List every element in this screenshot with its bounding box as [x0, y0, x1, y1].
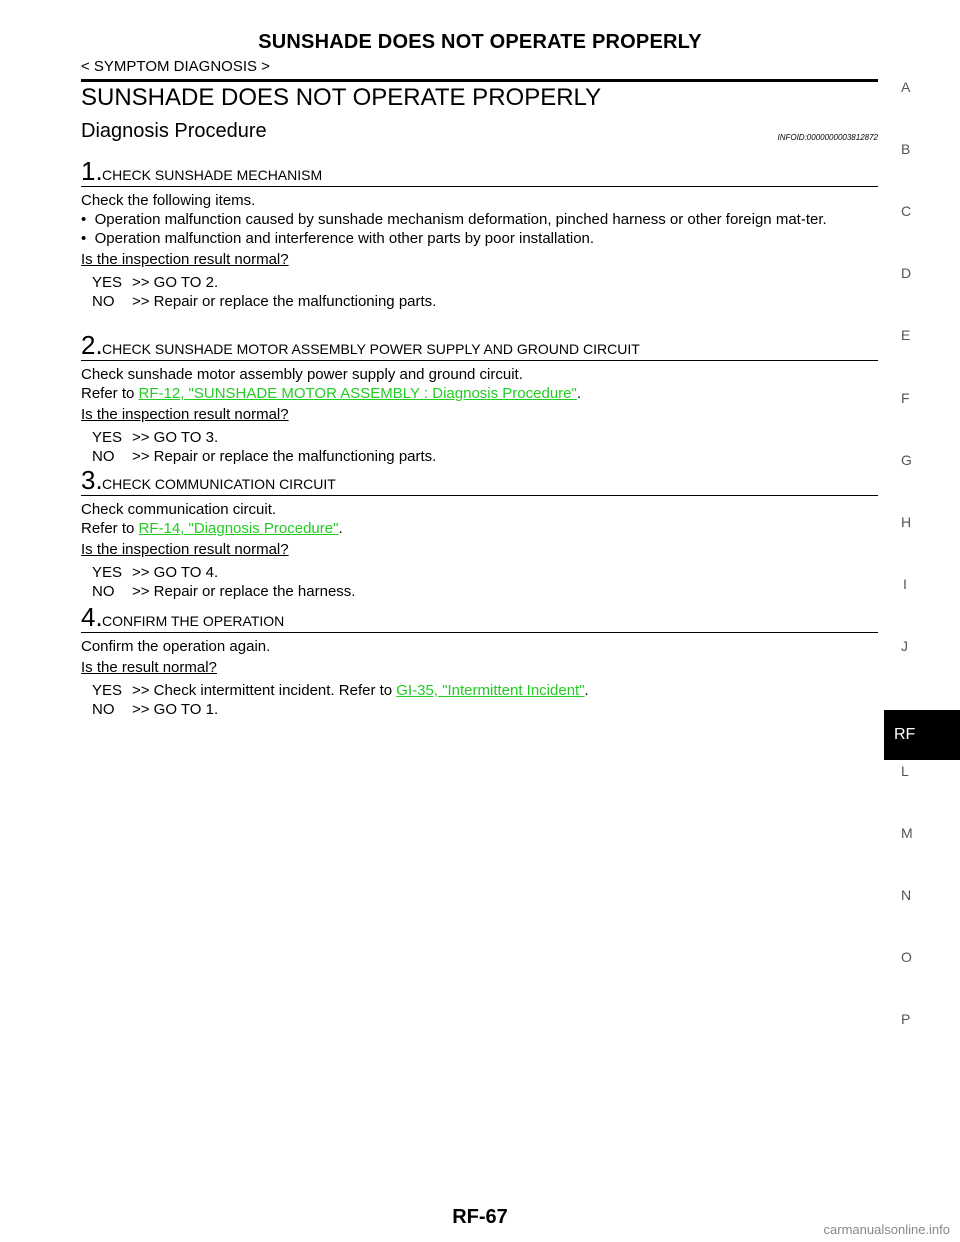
sidebar-tab-active[interactable]: RF — [884, 710, 960, 760]
sidebar-index-p[interactable]: P — [901, 1011, 911, 1027]
step-body: Check communication circuit. Refer to RF… — [81, 500, 878, 538]
sidebar-index-n[interactable]: N — [901, 887, 912, 903]
reference-link[interactable]: GI-35, "Intermittent Incident" — [396, 682, 585, 699]
reference-link[interactable]: RF-12, "SUNSHADE MOTOR ASSEMBLY : Diagno… — [138, 385, 577, 402]
bullet-item: • Operation malfunction caused by sunsha… — [81, 211, 827, 228]
step-2: 2. CHECK SUNSHADE MOTOR ASSEMBLY POWER S… — [81, 332, 878, 466]
sidebar-index-o[interactable]: O — [901, 949, 912, 965]
sidebar-index-h[interactable]: H — [901, 514, 912, 530]
step-body: Check the following items. • Operation m… — [81, 191, 878, 248]
sidebar-index-i[interactable]: I — [903, 576, 907, 592]
answer-no: NO>> Repair or replace the harness. — [92, 583, 356, 600]
step-header: 2. CHECK SUNSHADE MOTOR ASSEMBLY POWER S… — [81, 332, 878, 361]
bullet-item: • Operation malfunction and interference… — [81, 230, 595, 247]
sidebar-index-g[interactable]: G — [901, 452, 912, 468]
sidebar-index-f[interactable]: F — [901, 390, 910, 406]
step-header: 1. CHECK SUNSHADE MECHANISM — [81, 158, 878, 187]
answer-block: YES>> Check intermittent incident. Refer… — [92, 681, 878, 719]
sidebar-index-e[interactable]: E — [901, 327, 911, 343]
answer-no: NO>> Repair or replace the malfunctionin… — [92, 293, 437, 310]
sidebar-index-c[interactable]: C — [901, 203, 912, 219]
step-text: Check sunshade motor assembly power supp… — [81, 366, 523, 383]
answer-block: YES>> GO TO 2. NO>> Repair or replace th… — [92, 273, 878, 311]
step-title: CHECK COMMUNICATION CIRCUIT — [102, 476, 336, 492]
sidebar-index-b[interactable]: B — [901, 141, 911, 157]
answer-no: NO>> GO TO 1. — [92, 701, 219, 718]
inspection-question: Is the inspection result normal? — [81, 251, 289, 268]
sidebar-index-a[interactable]: A — [901, 79, 911, 95]
page-number: RF-67 — [452, 1206, 508, 1228]
answer-block: YES>> GO TO 4. NO>> Repair or replace th… — [92, 563, 878, 601]
step-number: 1. — [81, 156, 103, 186]
section-label: < SYMPTOM DIAGNOSIS > — [81, 58, 270, 75]
step-text: Check communication circuit. — [81, 501, 277, 518]
step-number: 4. — [81, 602, 103, 632]
answer-yes: YES>> GO TO 2. — [92, 274, 219, 291]
step-1: 1. CHECK SUNSHADE MECHANISM Check the fo… — [81, 158, 878, 311]
info-id: INFOID:0000000003812872 — [777, 133, 878, 142]
refer-line: Refer to RF-12, "SUNSHADE MOTOR ASSEMBLY… — [81, 385, 581, 402]
step-title: CONFIRM THE OPERATION — [102, 613, 285, 629]
step-title: CHECK SUNSHADE MOTOR ASSEMBLY POWER SUPP… — [102, 341, 640, 357]
watermark: carmanualsonline.info — [823, 1222, 950, 1237]
step-body: Check sunshade motor assembly power supp… — [81, 365, 878, 403]
step-header: 3. CHECK COMMUNICATION CIRCUIT — [81, 467, 878, 496]
inspection-question: Is the inspection result normal? — [81, 541, 289, 558]
reference-link[interactable]: RF-14, "Diagnosis Procedure" — [138, 520, 339, 537]
section-title: SUNSHADE DOES NOT OPERATE PROPERLY — [81, 84, 602, 111]
answer-yes: YES>> GO TO 3. — [92, 429, 219, 446]
refer-line: Refer to RF-14, "Diagnosis Procedure". — [81, 520, 343, 537]
step-text: Check the following items. — [81, 192, 256, 209]
answer-yes: YES>> GO TO 4. — [92, 564, 219, 581]
answer-no: NO>> Repair or replace the malfunctionin… — [92, 448, 437, 465]
header-divider — [81, 79, 878, 82]
subsection-title: Diagnosis Procedure — [81, 120, 267, 142]
step-number: 2. — [81, 330, 103, 360]
inspection-question: Is the result normal? — [81, 659, 217, 676]
step-title: CHECK SUNSHADE MECHANISM — [102, 167, 323, 183]
page-title: SUNSHADE DOES NOT OPERATE PROPERLY — [258, 31, 702, 53]
inspection-question: Is the inspection result normal? — [81, 406, 289, 423]
step-body: Confirm the operation again. — [81, 637, 878, 656]
step-text: Confirm the operation again. — [81, 638, 271, 655]
sidebar-index-m[interactable]: M — [901, 825, 913, 841]
answer-block: YES>> GO TO 3. NO>> Repair or replace th… — [92, 428, 878, 466]
sidebar-index-j[interactable]: J — [901, 638, 908, 654]
step-number: 3. — [81, 465, 103, 495]
sidebar-index-d[interactable]: D — [901, 265, 912, 281]
sidebar-index-l[interactable]: L — [901, 763, 909, 779]
step-3: 3. CHECK COMMUNICATION CIRCUIT Check com… — [81, 467, 878, 601]
step-4: 4. CONFIRM THE OPERATION Confirm the ope… — [81, 604, 878, 719]
step-header: 4. CONFIRM THE OPERATION — [81, 604, 878, 633]
answer-yes: YES>> Check intermittent incident. Refer… — [92, 682, 589, 699]
